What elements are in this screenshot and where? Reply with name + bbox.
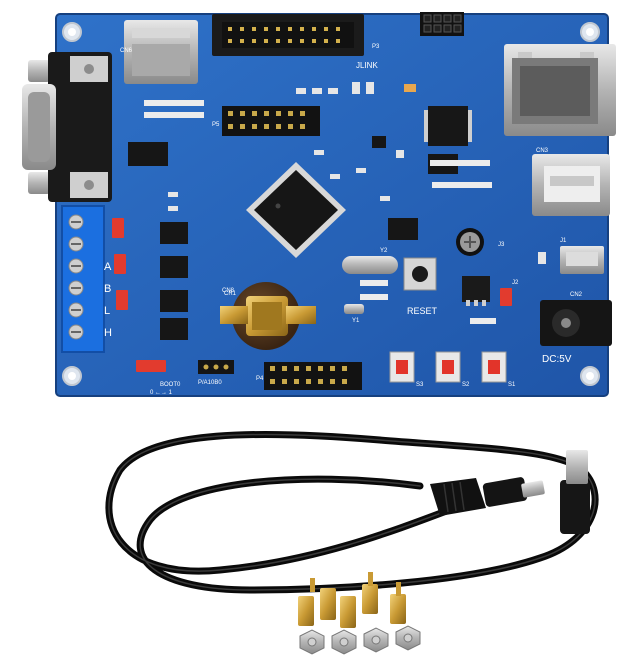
p4-label: P4: [256, 376, 264, 382]
jlink-header: [212, 14, 364, 56]
terminal-l-label: L: [104, 305, 110, 317]
top-pin-header: [420, 12, 464, 36]
crystal-y2: [342, 256, 398, 274]
cn2-label: CN2: [570, 292, 583, 298]
p3-label: P3: [372, 44, 380, 50]
y2-label: Y2: [380, 248, 388, 254]
dc-plug: [430, 477, 545, 516]
voltage-regulator: [462, 276, 490, 306]
reset-button: [403, 257, 437, 291]
usb-plug: [560, 450, 590, 534]
pa10-label: P/A10B0: [198, 380, 222, 386]
phy-chip: [424, 106, 472, 146]
cr1-label: CR1: [224, 291, 237, 297]
p5-label: P5: [212, 122, 220, 128]
cn3-label: CN3: [536, 148, 549, 154]
tactile-buttons: [389, 351, 507, 383]
boot-header: [198, 360, 234, 374]
mcu-chip: [246, 162, 346, 258]
sd-card-slot: [124, 20, 198, 84]
y1-label: Y1: [352, 318, 360, 324]
pin-header-p5: [222, 106, 320, 136]
terminal-a-label: A: [104, 261, 112, 273]
mini-usb-port: [560, 246, 604, 274]
jumpers: [112, 218, 512, 372]
hex-nuts: [299, 625, 421, 655]
usb-a-port: [532, 154, 610, 216]
dc-power-jack: [540, 300, 612, 346]
jlink-label: JLINK: [356, 61, 378, 70]
dc-label: DC:5V: [542, 354, 572, 365]
usb-cable: [105, 430, 599, 594]
j2-label: J2: [512, 280, 519, 286]
db9-serial-connector: [22, 52, 112, 202]
boot0-label: BOOT0: [160, 382, 181, 388]
cn8-label: CN8: [222, 288, 235, 294]
brass-standoffs: [298, 572, 406, 628]
terminal-b-label: B: [104, 283, 111, 295]
pin-header-p4: [264, 362, 362, 390]
electrolytic-capacitor: [456, 228, 484, 256]
screw-terminal: [61, 205, 105, 353]
terminal-h-label: H: [104, 327, 112, 339]
cn6-label: CN6: [120, 48, 133, 54]
s3-label: S3: [416, 382, 424, 388]
crystal-y1: [344, 304, 364, 314]
s2-label: S2: [462, 382, 470, 388]
j1-label: J1: [560, 238, 567, 244]
coin-cell-battery: [220, 282, 316, 350]
boot-pins-label: 0 ←→ 1: [150, 390, 173, 396]
s1-label: S1: [508, 382, 516, 388]
j3-label: J3: [498, 242, 505, 248]
reset-label: RESET: [407, 306, 438, 316]
smd-passives: [144, 82, 546, 324]
ethernet-port: [504, 44, 616, 136]
mounting-holes: [62, 22, 600, 386]
